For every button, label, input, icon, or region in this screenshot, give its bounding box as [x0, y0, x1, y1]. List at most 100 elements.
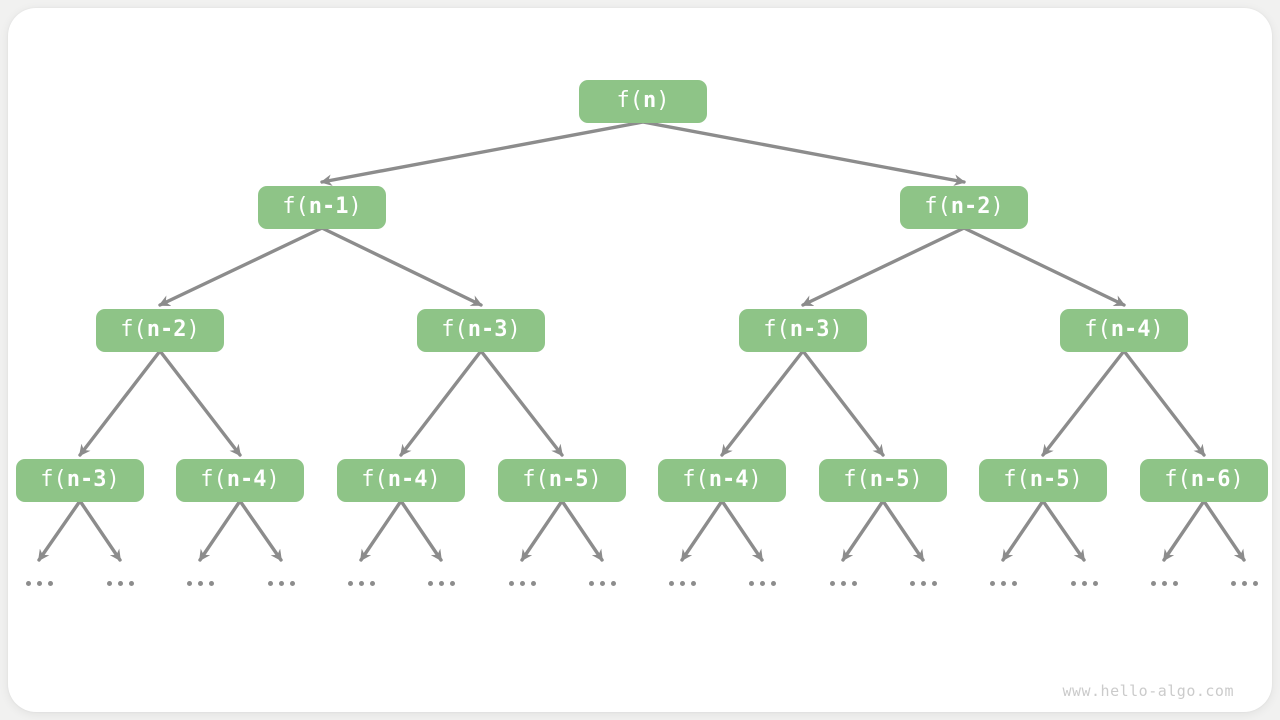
node-label-paren: ) [1069, 467, 1083, 492]
node-label-paren: ) [266, 467, 280, 492]
ellipsis-dot [427, 580, 433, 586]
ellipsis [1150, 580, 1178, 586]
node-label-paren: f( [120, 317, 147, 342]
node-label-paren: f( [1003, 467, 1030, 492]
node-label-var: n-4 [708, 467, 749, 492]
node-label-paren: ) [748, 467, 762, 492]
watermark: www.hello-algo.com [1062, 682, 1234, 700]
ellipsis-dot [25, 580, 31, 586]
tree-node: f(n-6) [1140, 458, 1268, 502]
ellipsis [668, 580, 696, 586]
node-label-var: n-5 [869, 467, 910, 492]
ellipsis-dot [748, 580, 754, 586]
tree-edge [320, 226, 483, 307]
node-label-paren: f( [682, 467, 709, 492]
node-label-paren: ) [909, 467, 923, 492]
ellipsis [106, 580, 134, 586]
node-label-var: n-2 [950, 194, 991, 219]
tree-edge [720, 499, 764, 562]
ellipsis-dot [1172, 580, 1178, 586]
ellipsis-dot [519, 580, 525, 586]
ellipsis [748, 580, 776, 586]
ellipsis-dot [208, 580, 214, 586]
node-label-paren: ) [507, 317, 521, 342]
ellipsis-dot [668, 580, 674, 586]
node-label-var: n-5 [1029, 467, 1070, 492]
node-label-paren: ) [186, 317, 200, 342]
ellipsis-dot [1092, 580, 1098, 586]
ellipsis-dot [106, 580, 112, 586]
node-label-var: n-4 [387, 467, 428, 492]
node-label-var: n-3 [467, 317, 508, 342]
ellipsis-dot [759, 580, 765, 586]
node-label-paren: ) [1150, 317, 1164, 342]
ellipsis [588, 580, 616, 586]
node-label-paren: f( [924, 194, 951, 219]
tree-edge [320, 120, 645, 186]
node-label-var: n-2 [146, 317, 187, 342]
tree-edge [37, 499, 82, 562]
diagram-card [8, 8, 1272, 712]
node-label-paren: f( [843, 467, 870, 492]
tree-node: f(n-4) [176, 458, 304, 502]
node-label-paren: ) [656, 88, 670, 113]
ellipsis-dot [588, 580, 594, 586]
ellipsis-dot [1150, 580, 1156, 586]
ellipsis-dot [358, 580, 364, 586]
ellipsis [508, 580, 536, 586]
tree-edge [479, 349, 564, 457]
tree-node: f(n) [579, 79, 707, 123]
ellipsis [989, 580, 1017, 586]
node-label-paren: f( [522, 467, 549, 492]
tree-node: f(n-4) [1060, 308, 1188, 352]
tree-node: f(n-4) [337, 458, 465, 502]
ellipsis-dot [1081, 580, 1087, 586]
tree-node: f(n-5) [819, 458, 947, 502]
tree-edge [520, 499, 564, 562]
node-label-paren: ) [829, 317, 843, 342]
node-label-var: n-5 [548, 467, 589, 492]
tree-edge [1001, 499, 1045, 562]
ellipsis-dot [449, 580, 455, 586]
ellipsis [267, 580, 295, 586]
node-label-paren: f( [200, 467, 227, 492]
ellipsis-dot [508, 580, 514, 586]
tree-edge [962, 226, 1126, 307]
node-label-var: n-3 [789, 317, 830, 342]
node-label-paren: ) [990, 194, 1004, 219]
tree-edge [560, 499, 604, 562]
ellipsis-dot [920, 580, 926, 586]
tree-edge [399, 499, 443, 562]
ellipsis-dot [47, 580, 53, 586]
node-label-paren: f( [616, 88, 644, 113]
tree-edge [1202, 499, 1246, 562]
tree-node: f(n-5) [979, 458, 1107, 502]
tree-node: f(n-4) [658, 458, 786, 502]
ellipsis-dot [610, 580, 616, 586]
tree-edge [841, 499, 885, 562]
ellipsis-dot [1252, 580, 1258, 586]
ellipsis-dot [369, 580, 375, 586]
node-label-paren: f( [361, 467, 388, 492]
tree-edge [158, 349, 242, 457]
ellipsis-dot [347, 580, 353, 586]
tree-edge [1122, 349, 1206, 457]
tree-edge [238, 499, 283, 562]
ellipsis-dot [851, 580, 857, 586]
ellipsis-dot [197, 580, 203, 586]
ellipsis-dot [1011, 580, 1017, 586]
tree-node: f(n-1) [258, 185, 386, 229]
ellipsis-dot [530, 580, 536, 586]
ellipsis-dot [909, 580, 915, 586]
tree-node: f(n-5) [498, 458, 626, 502]
node-label-paren: ) [348, 194, 362, 219]
ellipsis [1070, 580, 1098, 586]
ellipsis [829, 580, 857, 586]
ellipsis-dot [679, 580, 685, 586]
ellipsis-dot [599, 580, 605, 586]
ellipsis-dot [186, 580, 192, 586]
ellipsis-dot [1241, 580, 1247, 586]
ellipsis-dot [117, 580, 123, 586]
